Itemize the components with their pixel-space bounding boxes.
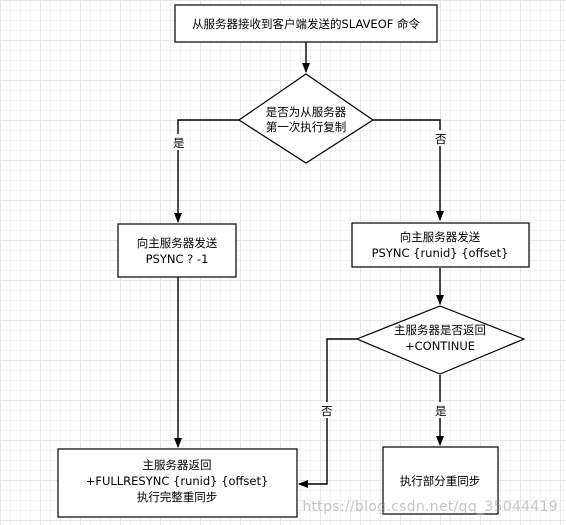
node-fullresync-line2: +FULLRESYNC {runid} {offset} xyxy=(86,474,269,488)
edge-label-yes-continue: 是 xyxy=(435,404,447,418)
node-fullresync-line3: 执行完整重同步 xyxy=(137,490,218,504)
node-psync-partial-line1: 向主服务器发送 xyxy=(400,230,481,244)
node-partial-sync-text: 执行部分重同步 xyxy=(400,474,481,488)
node-decision-first-line1: 是否为从服务器 xyxy=(266,105,347,119)
edge-label-no-first: 否 xyxy=(435,132,447,146)
node-start: 从服务器接收到客户端发送的SLAVEOF 命令 xyxy=(174,4,438,43)
edge-decision-no xyxy=(373,119,444,221)
node-fullresync-line1: 主服务器返回 xyxy=(143,458,212,472)
node-decision-continue: 主服务器是否返回 +CONTINUE xyxy=(355,305,526,375)
edge-decision-yes xyxy=(174,119,239,223)
node-decision-first: 是否为从服务器 第一次执行复制 xyxy=(237,73,375,164)
node-start-text: 从服务器接收到客户端发送的SLAVEOF 命令 xyxy=(192,17,421,31)
node-partial-sync: 执行部分重同步 xyxy=(382,446,499,515)
node-fullresync: 主服务器返回 +FULLRESYNC {runid} {offset} 执行完整… xyxy=(57,448,298,518)
node-decision-first-line2: 第一次执行复制 xyxy=(266,120,347,134)
node-psync-full: 向主服务器发送 PSYNC ? -1 xyxy=(117,223,237,278)
watermark: https://blog.csdn.net/qq_35044419 xyxy=(302,499,558,515)
node-psync-partial: 向主服务器发送 PSYNC {runid} {offset} xyxy=(351,222,530,268)
node-psync-partial-line2: PSYNC {runid} {offset} xyxy=(372,246,509,260)
node-psync-full-line1: 向主服务器发送 xyxy=(137,236,218,250)
node-decision-continue-line1: 主服务器是否返回 xyxy=(394,323,486,337)
edge-label-no-continue: 否 xyxy=(321,404,333,418)
node-decision-continue-line2: +CONTINUE xyxy=(405,339,475,353)
edge-label-yes-first: 是 xyxy=(173,136,185,150)
node-psync-full-line2: PSYNC ? -1 xyxy=(146,252,209,266)
